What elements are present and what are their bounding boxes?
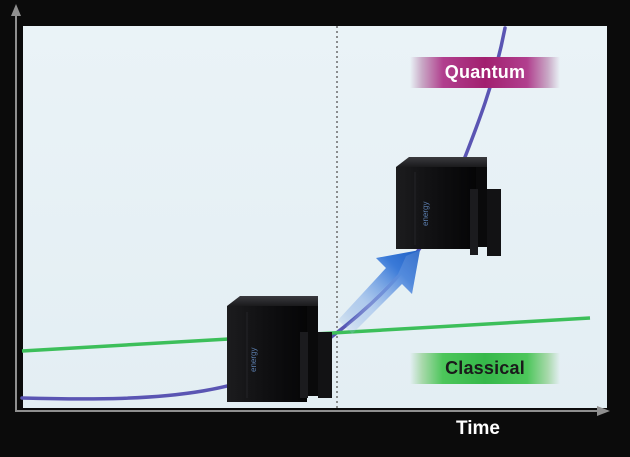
svg-text:energy: energy <box>249 348 258 372</box>
server-rack-icon: energy <box>227 296 332 402</box>
x-axis-arrowhead <box>597 406 610 416</box>
svg-text:energy: energy <box>421 202 430 226</box>
x-axis-label: Time <box>456 418 501 439</box>
y-axis-arrowhead <box>11 4 21 16</box>
server-rack-icon: energy <box>396 157 501 256</box>
upgrade-arrow-icon <box>338 250 420 334</box>
classical-label: Classical <box>410 353 560 384</box>
quantum-label: Quantum <box>410 57 560 88</box>
